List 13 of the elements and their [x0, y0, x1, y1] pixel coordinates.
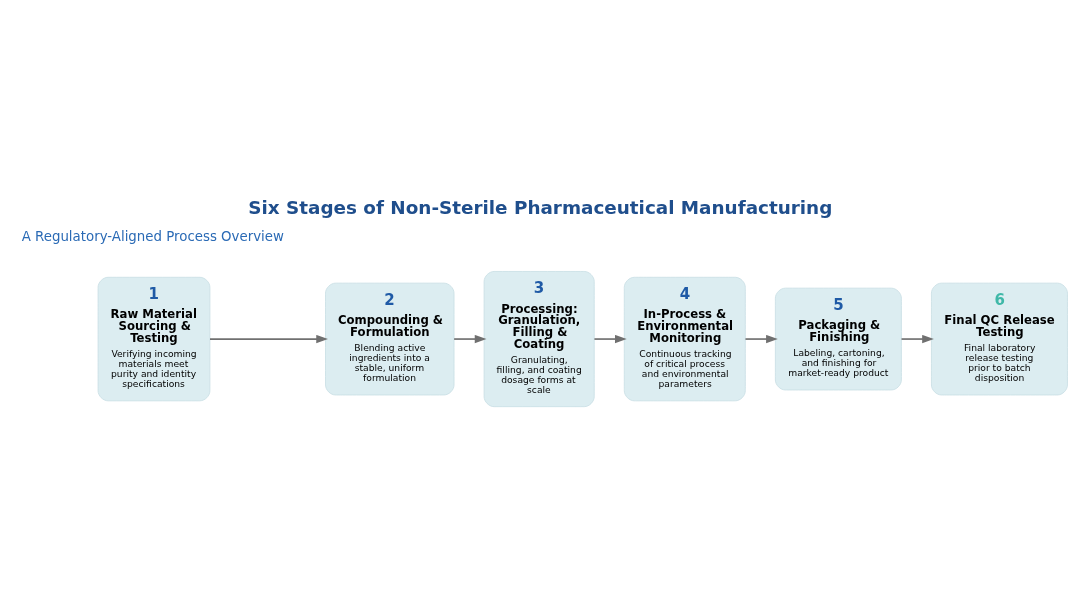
node-box: 6 Final QC Release Testing Final laboratory release testing prior to batch disposition: [931, 282, 1068, 396]
arrow: [900, 334, 934, 344]
node-box: 2 Compounding & Formulation Blending active ingredients into a stable, uniform formulation: [325, 282, 455, 396]
label: A Regulatory-Aligned Process Overview: [21, 229, 284, 245]
node-box: 1 Raw Material Sourcing & Testing Verifying incoming materials meet purity and identity specifications: [97, 276, 211, 402]
arrow: [593, 334, 627, 344]
node-box: 5 Packaging & Finishing Labeling, cartoning, and finishing for market-ready product: [774, 287, 902, 391]
arrow: [744, 334, 778, 344]
node-box: 3 Processing: Granulation, Filling & Coating Granulating, filling, and coating dosage forms at scale: [483, 271, 595, 408]
node-box: 4 In-Process & Environmental Monitoring Continuous tracking of critical process and environmental parameters: [623, 276, 746, 402]
arrow: [209, 334, 328, 344]
diagram-title: Six Stages of Non-Sterile Pharmaceutical Manufacturing: [248, 196, 833, 218]
arrow: [453, 334, 487, 344]
